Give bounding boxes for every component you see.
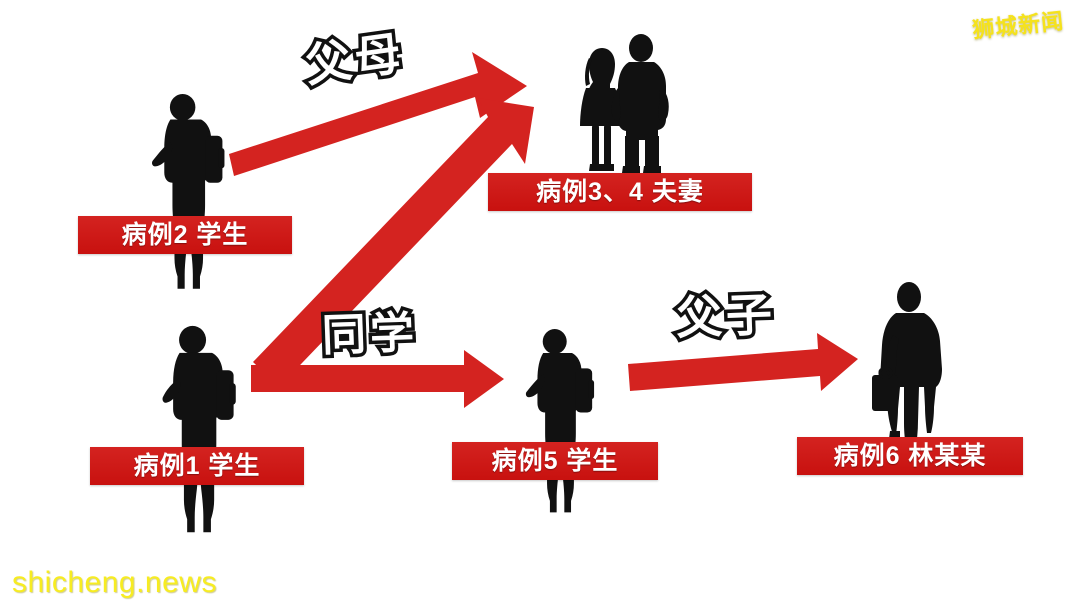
figure-man [611,34,669,173]
arrow-classmate [251,350,504,408]
edge-label-parents: 父母 [298,23,411,95]
figure-woman [580,48,622,171]
edge-label-fatherson: 父子 [672,285,781,347]
edge-label-classmate: 同学 [318,305,423,364]
case-label-case5: 病例5 学生 [452,442,658,480]
arrow-parents [229,52,527,176]
case-label-case34: 病例3、4 夫妻 [488,173,752,211]
figure-student-case5 [525,329,595,513]
figure-businessman-case6 [872,282,942,473]
case-label-case6: 病例6 林某某 [797,437,1023,475]
watermark-bottom-left: shicheng.news [12,566,217,599]
case-label-case2: 病例2 学生 [78,216,292,254]
arrow-fatherson [628,333,858,391]
arrow-case1-to-couple [253,98,534,387]
case-label-case1: 病例1 学生 [90,447,304,485]
figure-student-case1 [162,325,236,533]
figure-student-case2 [151,93,225,289]
figure-couple-case34 [580,34,669,173]
